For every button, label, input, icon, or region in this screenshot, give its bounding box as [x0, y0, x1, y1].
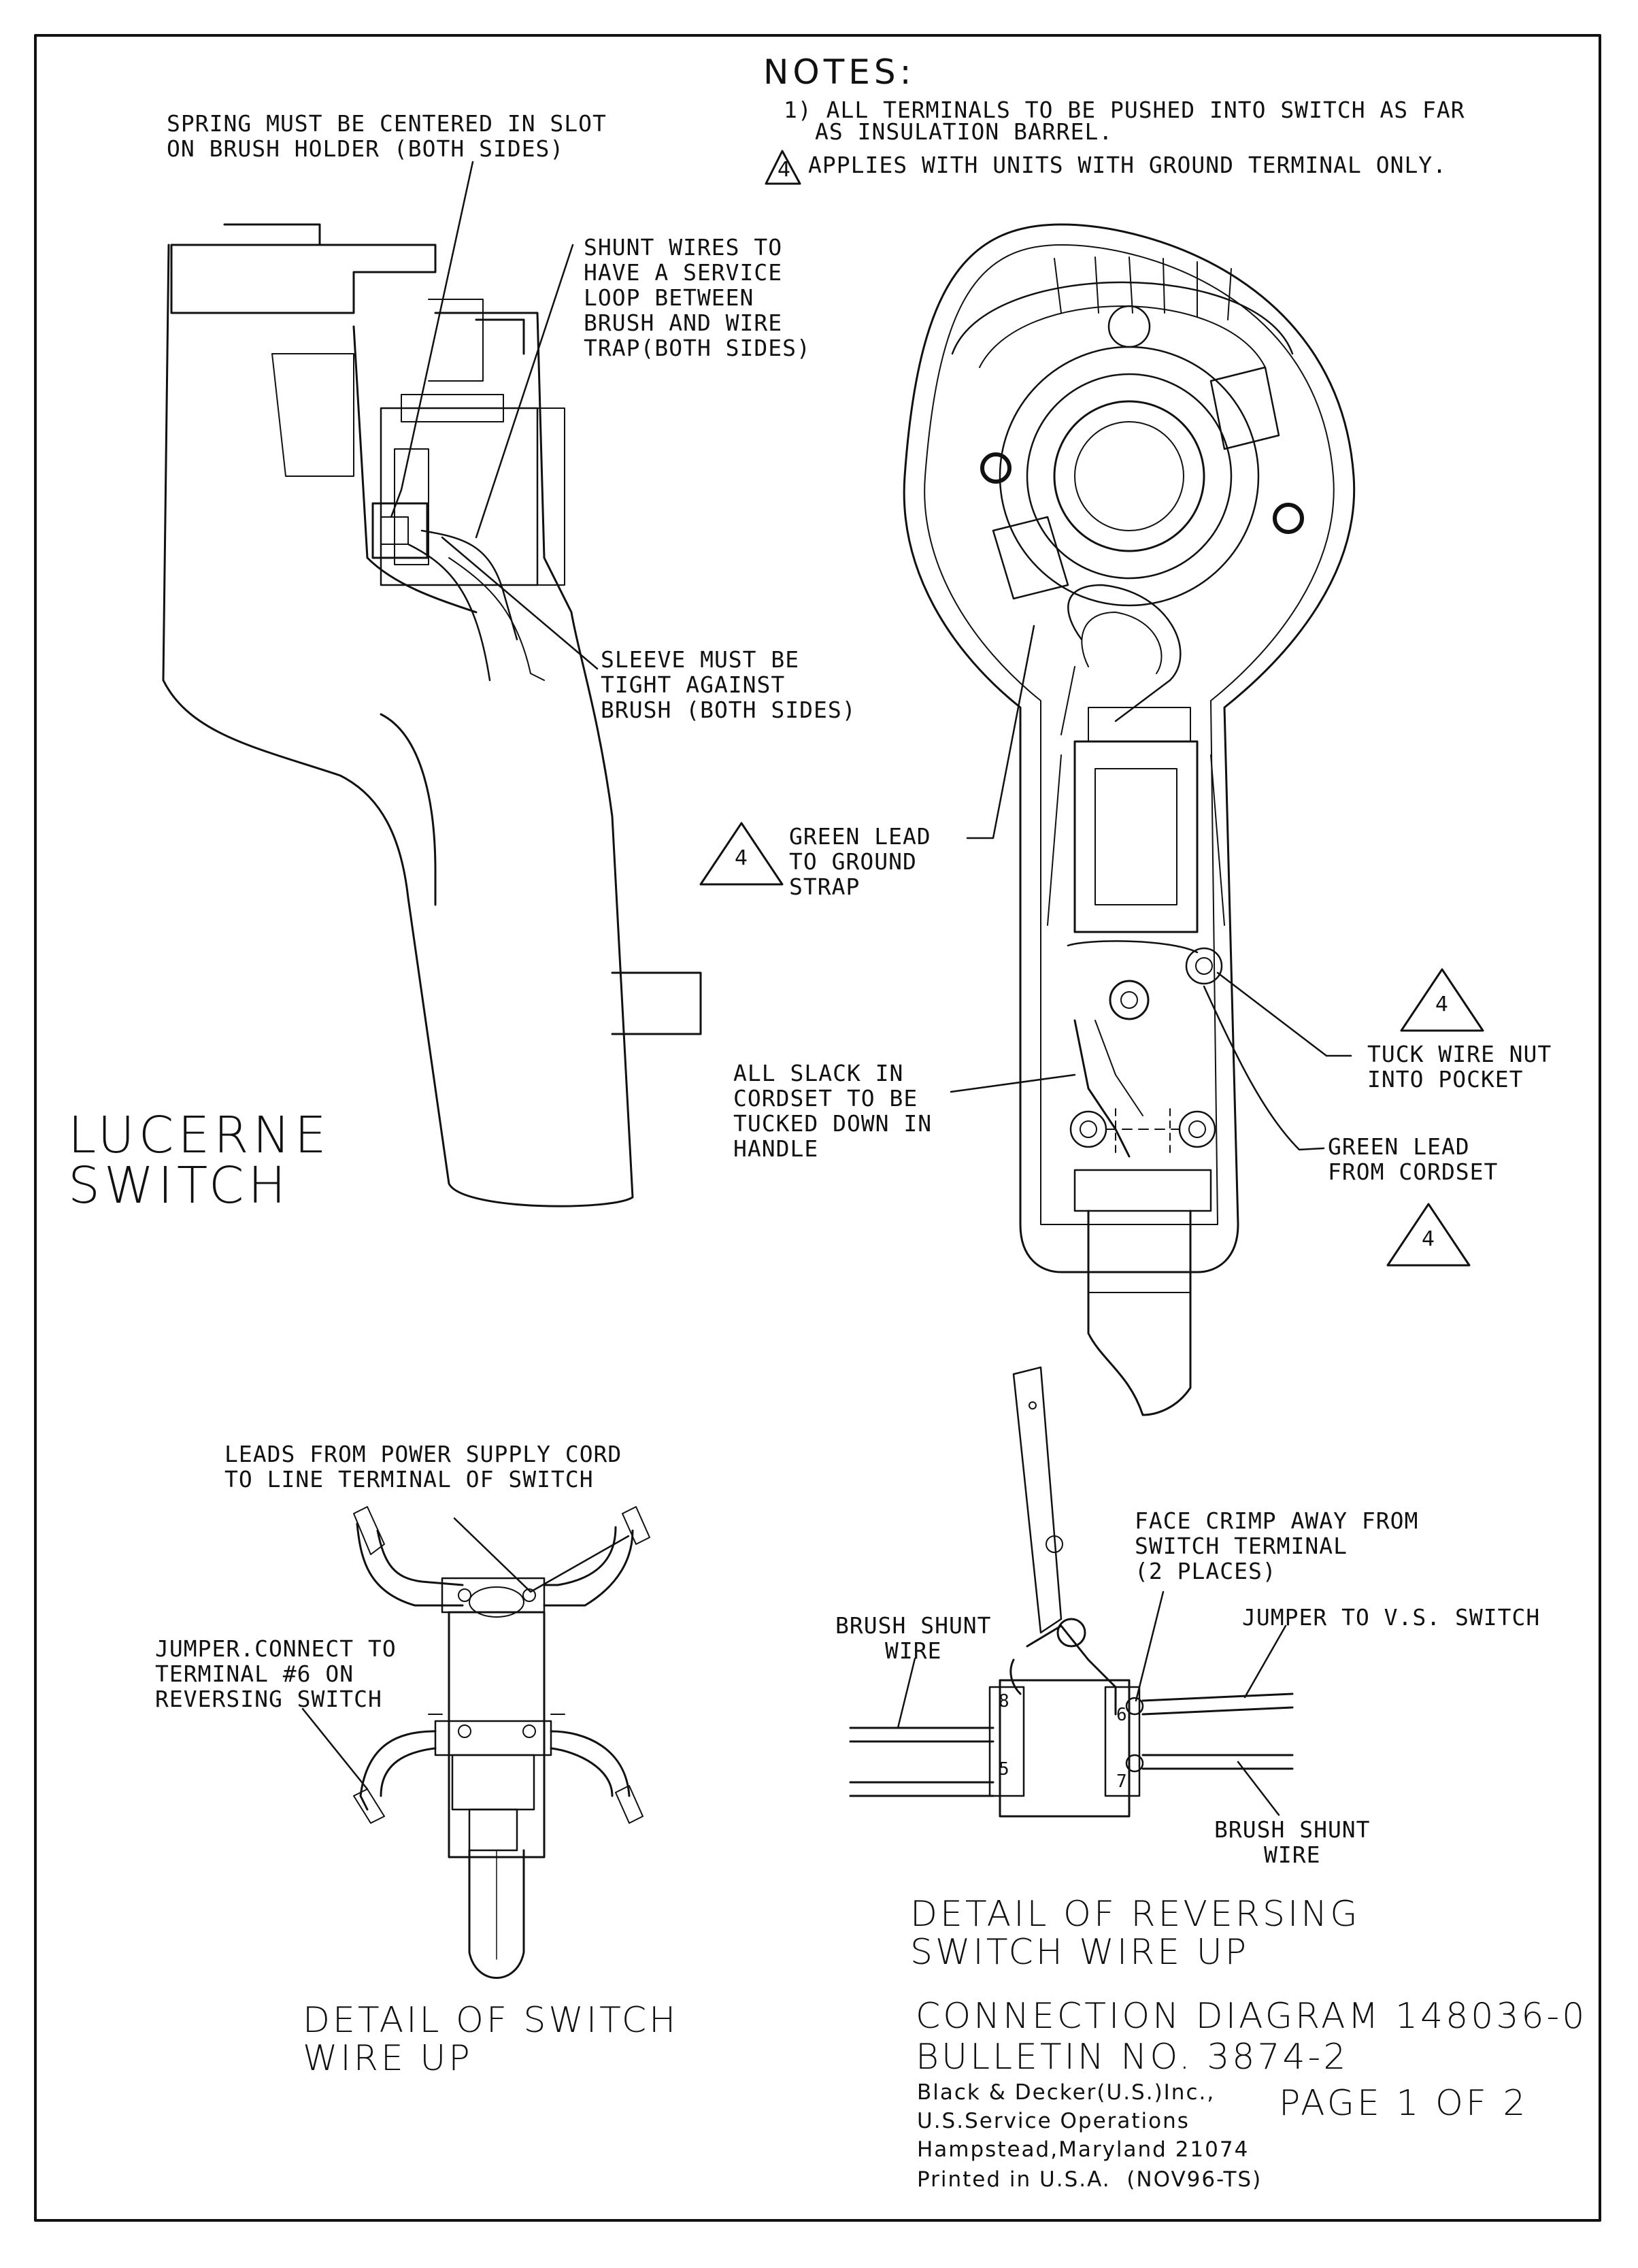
slack-leader: [950, 1073, 1076, 1093]
drill-top-view: [903, 223, 1356, 1416]
brush-left-line-2: WIRE: [885, 1637, 942, 1664]
switch-detail-line-1: DETAIL OF SWITCH: [303, 2000, 679, 2041]
reversing-detail-line-1: DETAIL OF REVERSING: [910, 1894, 1360, 1935]
jumper6-line-3: REVERSING SWITCH: [155, 1685, 382, 1712]
sleeve-line-3: BRUSH (BOTH SIDES): [601, 696, 856, 723]
marker-triangle-b: [1400, 968, 1484, 1032]
brush-right-leader: [1237, 1761, 1280, 1816]
face-crimp-line-1: FACE CRIMP AWAY FROM: [1135, 1507, 1419, 1534]
jumper6-line-1: JUMPER.CONNECT TO: [155, 1635, 397, 1662]
lucerne-line-2: SWITCH: [68, 1156, 290, 1215]
terminal-8: 8: [999, 1691, 1009, 1712]
diagram-number: CONNECTION DIAGRAM 148036-0: [916, 1996, 1588, 2037]
page-number: PAGE 1 OF 2: [1279, 2083, 1528, 2124]
bulletin-number: BULLETIN NO. 3874-2: [916, 2037, 1349, 2078]
green-ground-line-3: STRAP: [789, 873, 860, 900]
spring-line-1: SPRING MUST BE CENTERED IN SLOT: [167, 110, 607, 137]
ground-marker-c: 4: [1422, 1227, 1435, 1251]
slack-line-3: TUCKED DOWN IN: [733, 1110, 933, 1137]
spring-leader: [390, 161, 474, 518]
brush-left-line-1: BRUSH SHUNT: [835, 1612, 992, 1639]
slack-line-1: ALL SLACK IN: [733, 1060, 904, 1086]
switch-detail: [353, 1506, 650, 1979]
brush-left-leader: [897, 1657, 916, 1729]
note-4-marker: 4: [778, 158, 791, 182]
lucerne-line-1: LUCERNE: [68, 1106, 331, 1165]
shunt-line-4: BRUSH AND WIRE: [584, 309, 783, 336]
spring-line-2: ON BRUSH HOLDER (BOTH SIDES): [167, 135, 565, 162]
jumper6-line-2: TERMINAL #6 ON: [155, 1660, 354, 1687]
tuck-line-1: TUCK WIRE NUT: [1367, 1041, 1552, 1067]
reversing-detail-line-2: SWITCH WIRE UP: [910, 1932, 1250, 1973]
green-ground-line-1: GREEN LEAD: [789, 823, 931, 850]
tuck-line-2: INTO POCKET: [1367, 1065, 1524, 1093]
slack-line-4: HANDLE: [733, 1135, 819, 1162]
shunt-line-2: HAVE A SERVICE: [584, 259, 783, 286]
tuck-leader: [1216, 971, 1352, 1057]
printed-line: Printed in U.S.A. (NOV96-TS): [917, 2167, 1263, 2192]
leads-line-2: TO LINE TERMINAL OF SWITCH: [224, 1465, 594, 1492]
jumper6-leader: [301, 1707, 369, 1790]
green-cordset-line-1: GREEN LEAD: [1328, 1133, 1470, 1160]
reversing-switch-detail: [849, 1366, 1294, 1818]
cordset-leader: [1203, 985, 1325, 1151]
ground-marker-b: 4: [1435, 993, 1449, 1016]
note-1-line-2: AS INSULATION BARREL.: [815, 118, 1114, 145]
face-crimp-line-2: SWITCH TERMINAL: [1135, 1532, 1348, 1559]
shunt-leader: [475, 244, 574, 539]
note-4-text: APPLIES WITH UNITS WITH GROUND TERMINAL …: [808, 152, 1448, 178]
drill-side-view: [162, 223, 702, 1207]
brush-right-line-2: WIRE: [1264, 1841, 1321, 1868]
sleeve-leader: [441, 536, 599, 670]
terminal-6: 6: [1116, 1705, 1127, 1725]
marker-triangle-c: [1386, 1203, 1471, 1267]
page-border: [34, 34, 1601, 2222]
switch-detail-line-2: WIRE UP: [303, 2038, 473, 2080]
face-crimp-line-3: (2 PLACES): [1135, 1557, 1277, 1584]
shunt-line-3: LOOP BETWEEN: [584, 284, 754, 311]
note-1-line-1: 1) ALL TERMINALS TO BE PUSHED INTO SWITC…: [784, 97, 1465, 123]
brush-right-line-1: BRUSH SHUNT: [1214, 1816, 1371, 1843]
shunt-line-5: TRAP(BOTH SIDES): [584, 334, 811, 361]
terminal-7: 7: [1116, 1771, 1127, 1792]
sleeve-line-2: TIGHT AGAINST: [601, 671, 786, 698]
service-dept: U.S.Service Operations: [917, 2109, 1190, 2133]
slack-line-2: CORDSET TO BE: [733, 1084, 918, 1112]
marker-triangle-a: [699, 822, 784, 886]
green-ground-line-2: TO GROUND: [789, 848, 917, 875]
green-cordset-line-2: FROM CORDSET: [1328, 1158, 1499, 1185]
note-triangle-marker: [765, 150, 801, 185]
jumper-vs-callout: JUMPER TO V.S. SWITCH: [1242, 1604, 1541, 1631]
shunt-line-1: SHUNT WIRES TO: [584, 234, 783, 261]
face-crimp-leader: [1135, 1590, 1165, 1702]
sleeve-line-1: SLEEVE MUST BE: [601, 646, 800, 673]
company-name: Black & Decker(U.S.)Inc.,: [917, 2080, 1216, 2105]
jumper-vs-leader: [1243, 1624, 1287, 1699]
leads-line-1: LEADS FROM POWER SUPPLY CORD: [224, 1441, 622, 1467]
terminal-5: 5: [999, 1759, 1009, 1780]
green-ground-leader: [966, 624, 1035, 839]
ground-marker-a: 4: [735, 846, 748, 870]
company-address: Hampstead,Maryland 21074: [917, 2137, 1250, 2162]
notes-heading: NOTES:: [763, 52, 916, 92]
